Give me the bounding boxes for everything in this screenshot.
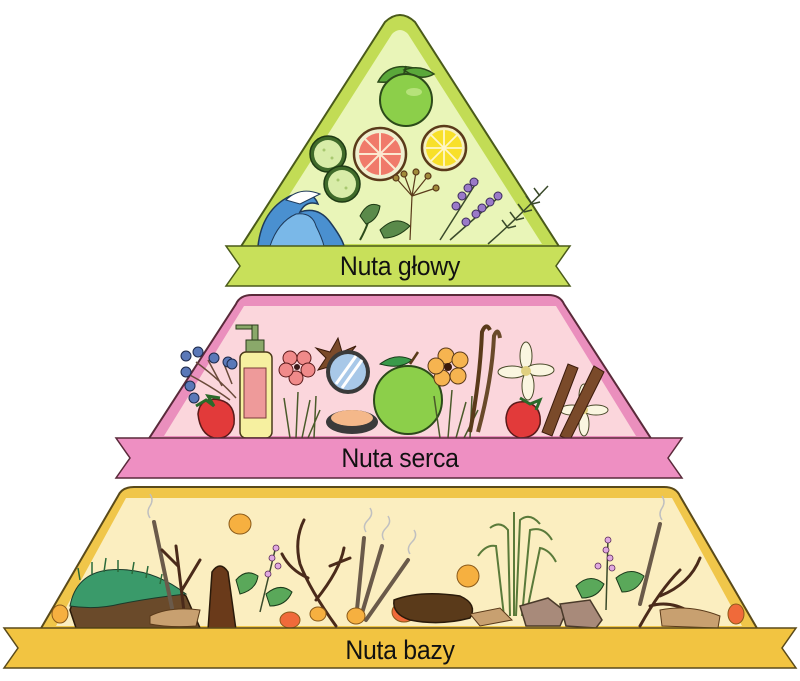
compact-mirror-icon: [326, 350, 378, 434]
base-banner: [2, 627, 798, 669]
lime-icon: [376, 65, 436, 127]
smoke-icon: [147, 493, 665, 555]
incense-stick-icon: [152, 520, 662, 622]
orange-blossom-icon: [427, 347, 469, 387]
top-banner: [224, 245, 572, 287]
berry-branch-icon: [180, 346, 238, 404]
vetiver-grass-icon: [477, 512, 557, 617]
stone-icon: [519, 597, 603, 629]
strawberry-icon: [505, 396, 543, 439]
rosemary-icon: [487, 185, 549, 245]
strawberry-icon: [195, 393, 235, 439]
tier-middle: [114, 294, 684, 479]
fennel-flower-icon: [392, 168, 440, 241]
patchouli-icon: [235, 536, 645, 613]
grass-icon: [283, 389, 479, 439]
lotion-bottle-icon: [235, 324, 273, 439]
driftwood-icon: [149, 593, 721, 629]
bark-icon: [207, 565, 237, 631]
sandalwood-icon: [469, 607, 514, 627]
tier-base: [2, 486, 798, 669]
wave-icon: [257, 190, 345, 247]
cinnamon-stick-icon: [541, 363, 605, 441]
green-apple-icon: [373, 351, 443, 435]
cucumber-slice-icon: [309, 135, 361, 203]
vanilla-pod-icon: [468, 324, 502, 433]
lemon-slice-icon: [420, 124, 468, 172]
tier-top: [224, 14, 572, 287]
hibiscus-flower-icon: [278, 350, 316, 386]
grapefruit-slice-icon: [352, 126, 408, 182]
parsley-icon: [359, 203, 411, 241]
middle-banner: [114, 437, 684, 479]
lavender-icon: [439, 177, 503, 241]
